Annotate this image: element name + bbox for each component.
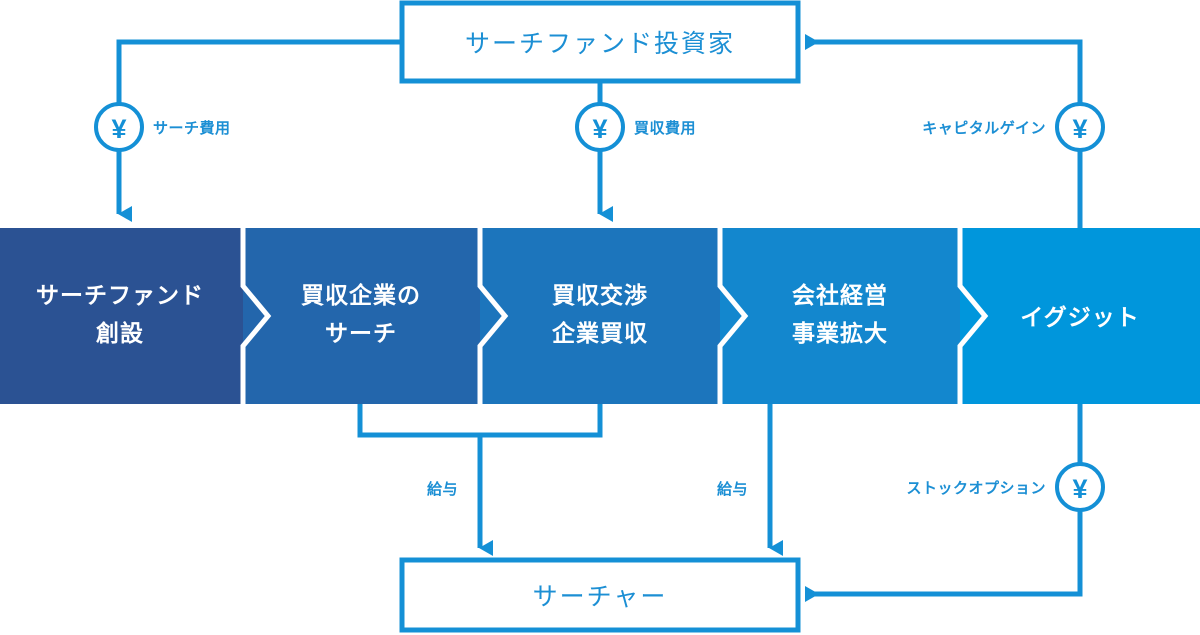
separator-1-2 [240,228,272,404]
separator-2-3 [477,228,509,404]
flow-salary-left: 給与 [427,480,458,498]
stage-1-line-1: サーチファンド [36,282,204,308]
yen-symbol: ¥ [111,114,126,144]
flow-search-cost-label: サーチ費用 [153,119,231,137]
flow-search-cost: ¥ サーチ費用 [94,102,231,152]
stage-separators [240,228,989,404]
search-fund-investor-box[interactable]: サーチファンド投資家 [399,0,801,84]
separator-4-5 [957,228,989,404]
connector-search-cost [116,39,402,222]
stage-5[interactable]: イグジット [960,228,1200,404]
investor-box-label: サーチファンド投資家 [465,30,735,58]
investor-box-shape [399,0,801,84]
stage-1[interactable]: サーチファンド 創設 [0,228,243,404]
flow-acquisition-cost: ¥ 買収費用 [575,102,696,152]
stage-3-shape [480,228,720,404]
stage-2-line-2: サーチ [325,320,397,346]
flow-stock-option-label: ストックオプション [906,480,1046,497]
stage-4-line-1: 会社経営 [792,282,888,308]
yen-circle-icon [94,102,144,152]
yen-symbol: ¥ [1072,474,1087,504]
stage-5-line-1: イグジット [1020,304,1140,330]
yen-symbol: ¥ [1072,114,1087,144]
stage-4-shape [720,228,960,404]
stage-3-line-2: 企業買収 [551,320,648,346]
yen-circle-icon [1055,102,1105,152]
stage-2[interactable]: 買収企業の サーチ [243,228,480,404]
stage-4[interactable]: 会社経営 事業拡大 [720,228,960,404]
flow-acquisition-cost-label: 買収費用 [634,119,696,137]
separator-3-4 [717,228,749,404]
flow-salary-right-label: 給与 [717,480,748,498]
flow-salary-right: 給与 [717,480,748,498]
stage-2-shape [243,228,480,404]
stage-3-line-1: 買収交渉 [552,282,648,308]
searcher-box-label: サーチャー [533,583,668,611]
stage-4-line-2: 事業拡大 [792,320,888,346]
yen-symbol: ¥ [592,114,607,144]
stage-2-line-1: 買収企業の [301,282,421,308]
flow-capital-gain: ¥ キャピタルゲイン [922,102,1105,152]
flow-stock-option: ¥ ストックオプション [906,462,1105,512]
stage-5-shape [960,228,1200,404]
stage-3[interactable]: 買収交渉 企業買収 [480,228,720,404]
stage-1-line-2: 創設 [96,320,144,346]
searcher-box-shape [399,557,801,633]
searcher-box[interactable]: サーチャー [399,557,801,633]
yen-circle-icon [1055,462,1105,512]
flow-salary-left-label: 給与 [427,480,458,498]
connector-capital-gain [812,39,1083,228]
yen-circle-icon [575,102,625,152]
stage-1-shape [0,228,243,404]
flow-capital-gain-label: キャピタルゲイン [922,119,1046,137]
